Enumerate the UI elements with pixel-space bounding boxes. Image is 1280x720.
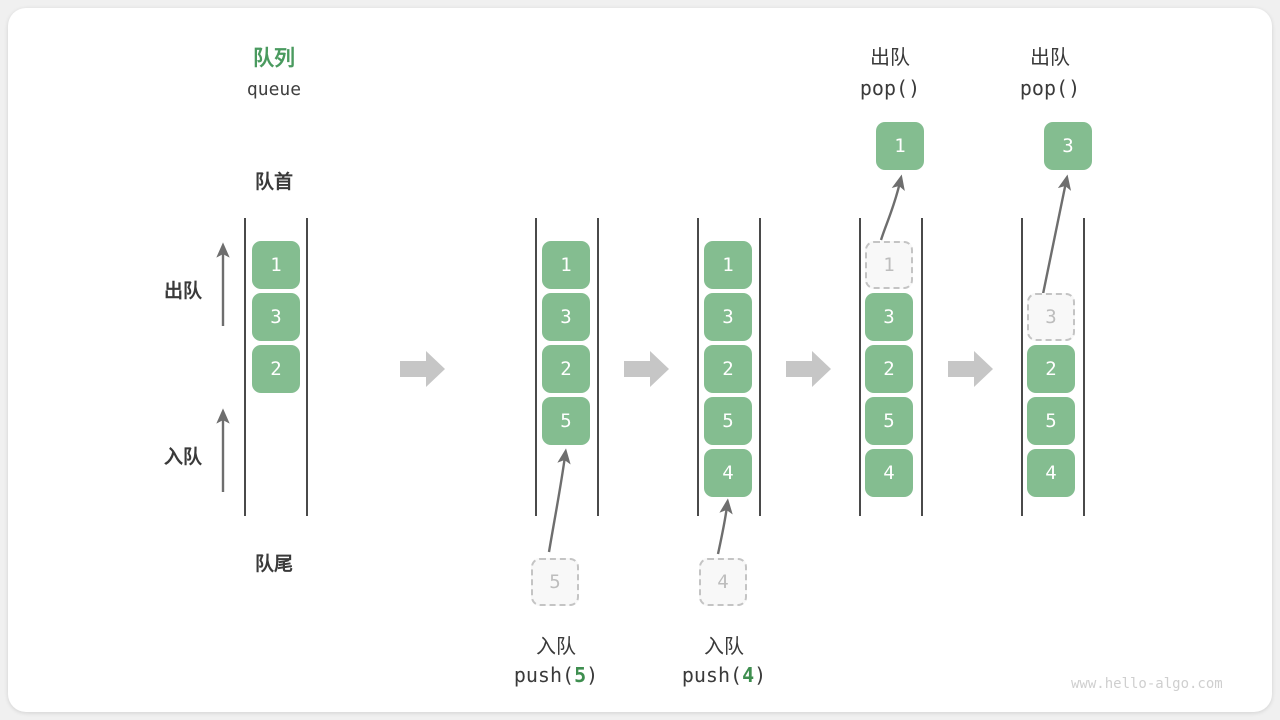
queue-rail-right-push5 xyxy=(597,218,599,516)
pop1-code-suffix: ) xyxy=(908,76,921,100)
push4-code-prefix: push( xyxy=(681,663,743,687)
push5-code-arg: 5 xyxy=(574,663,587,687)
queue-cell: 3 xyxy=(704,293,752,341)
push5-code-suffix: ) xyxy=(586,663,599,687)
queue-rail-right-pop3 xyxy=(1083,218,1085,516)
incoming-ghost-cell: 4 xyxy=(699,558,747,606)
step-arrow-icon xyxy=(624,351,669,387)
enqueue-side-arrow xyxy=(216,408,230,492)
queue-cell-new: 4 xyxy=(704,449,752,497)
queue-cell: 1 xyxy=(252,241,300,289)
queue-cell: 1 xyxy=(704,241,752,289)
push4-op-label-code: push(4) xyxy=(654,663,794,687)
diagram-title-cn: 队列 xyxy=(253,46,295,70)
queue-front-label: 队首 xyxy=(254,171,293,193)
queue-rail-right-push4 xyxy=(759,218,761,516)
enqueue-side-label: 入队 xyxy=(163,446,202,468)
queue-cell: 4 xyxy=(865,449,913,497)
push4-code-suffix: ) xyxy=(754,663,767,687)
queue-cell: 2 xyxy=(704,345,752,393)
queue-cell: 4 xyxy=(1027,449,1075,497)
dequeue-side-label: 出队 xyxy=(163,280,202,302)
enqueue-arrow-push4 xyxy=(716,498,733,555)
queue-rail-left-pop1 xyxy=(859,218,861,516)
queue-cell-new: 5 xyxy=(542,397,590,445)
step-arrow-icon xyxy=(786,351,831,387)
pop3-code-prefix: pop( xyxy=(1019,76,1069,100)
push4-code-arg: 4 xyxy=(742,663,755,687)
queue-cell: 2 xyxy=(1027,345,1075,393)
queue-cell: 2 xyxy=(252,345,300,393)
dequeue-side-arrow xyxy=(216,242,230,326)
queue-cell: 2 xyxy=(865,345,913,393)
dequeue-arrow-pop1 xyxy=(879,174,905,241)
enqueue-arrow-push5 xyxy=(547,448,571,553)
pop3-op-label-cn: 出队 xyxy=(1030,45,1070,69)
watermark: www.hello-algo.com xyxy=(1071,676,1223,692)
queue-cell: 3 xyxy=(542,293,590,341)
incoming-ghost-cell: 5 xyxy=(531,558,579,606)
queue-cell: 5 xyxy=(704,397,752,445)
queue-cell-removed: 1 xyxy=(865,241,913,289)
queue-cell: 3 xyxy=(252,293,300,341)
push5-op-label-code: push(5) xyxy=(486,663,626,687)
step-arrow-icon xyxy=(400,351,445,387)
queue-rail-right-pop1 xyxy=(921,218,923,516)
queue-cell: 5 xyxy=(865,397,913,445)
queue-cell-removed: 3 xyxy=(1027,293,1075,341)
queue-rail-left-push5 xyxy=(535,218,537,516)
diagram-card: 队列 queue 队首 队尾 出队 入队 1 3 2 1 3 2 5 5 xyxy=(8,8,1272,712)
queue-rail-left-pop3 xyxy=(1021,218,1023,516)
pop3-op-label-code: pop() xyxy=(980,76,1120,100)
diagram-title-en: queue xyxy=(246,79,302,100)
queue-rail-left-push4 xyxy=(697,218,699,516)
queue-cell: 5 xyxy=(1027,397,1075,445)
step-arrow-icon xyxy=(948,351,993,387)
queue-cell: 1 xyxy=(542,241,590,289)
push5-op-label-cn: 入队 xyxy=(536,634,576,658)
popped-cell: 3 xyxy=(1044,122,1092,170)
push5-code-prefix: push( xyxy=(513,663,575,687)
pop1-op-label-code: pop() xyxy=(820,76,960,100)
queue-cell: 2 xyxy=(542,345,590,393)
popped-cell: 1 xyxy=(876,122,924,170)
pop3-code-suffix: ) xyxy=(1068,76,1081,100)
queue-rail-left-initial xyxy=(244,218,246,516)
pop1-code-prefix: pop( xyxy=(859,76,909,100)
push4-op-label-cn: 入队 xyxy=(704,634,744,658)
queue-cell: 3 xyxy=(865,293,913,341)
queue-rail-right-initial xyxy=(306,218,308,516)
pop1-op-label-cn: 出队 xyxy=(870,45,910,69)
queue-rear-label: 队尾 xyxy=(254,553,293,575)
dequeue-arrow-pop3 xyxy=(1041,174,1072,295)
